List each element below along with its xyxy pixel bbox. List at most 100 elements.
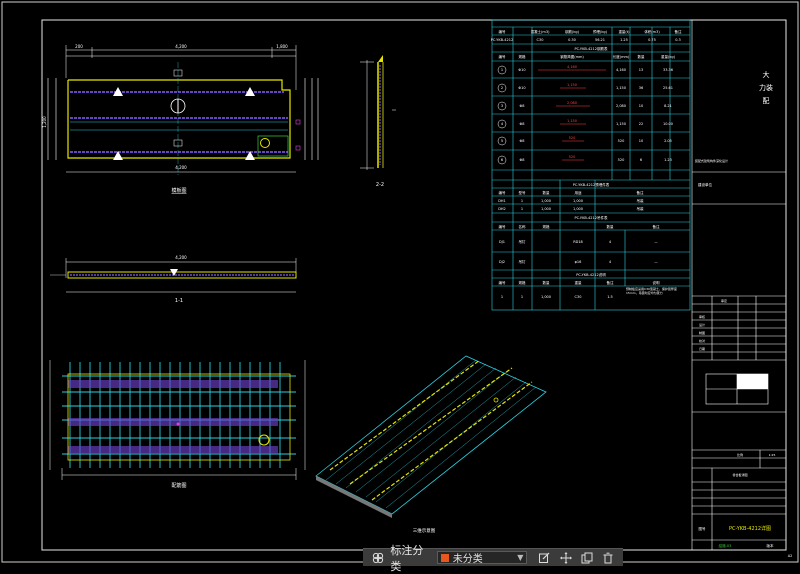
company-name-1: 大 (763, 70, 770, 79)
schedule-v3: 56.21 (595, 38, 605, 42)
embed-col-2: 数量 (543, 190, 551, 195)
embed-r1-4: 吊装 (637, 206, 645, 211)
rebar-r5-wt: 1.23 (664, 158, 672, 162)
delete-icon[interactable] (601, 550, 616, 566)
lift-r1-4: — (654, 260, 658, 264)
layers-icon[interactable] (370, 550, 385, 566)
schedule-v2: 0.30 (568, 38, 576, 42)
schedule-v5: 0.75 (648, 38, 656, 42)
reinforcement-view[interactable]: 配筋图 (49, 360, 306, 489)
embed-col-1: 型号 (519, 190, 527, 195)
note-r0-3: C30 (575, 295, 582, 299)
rebar-r2-qty: 10 (639, 104, 643, 108)
section-2-2[interactable]: 2-2 (360, 55, 396, 188)
embed-r1-2: 1,000 (541, 207, 551, 211)
copy-icon[interactable] (579, 550, 594, 566)
annotation-category-label: 标注分类 (390, 543, 424, 573)
client-label: 建设单位 (698, 182, 712, 187)
embed-r0-0: DH1 (498, 199, 506, 203)
schedule-h5: 体积(m3) (644, 29, 660, 34)
embed-r0-4: 吊装 (637, 198, 645, 203)
rebar-r1-wt: 25.61 (663, 86, 673, 90)
rebar-r2-wt: 8.21 (664, 104, 672, 108)
plan-dim-total: 4,200 (175, 44, 187, 49)
note-col-5: 说明 (653, 280, 661, 285)
lift-r1-0: DJ2 (499, 260, 505, 264)
rebar-r4-id: 5 (501, 139, 503, 143)
rebar-col-2: 钢筋简图(mm) (560, 54, 584, 59)
rebar-r4-qty: 10 (639, 139, 643, 143)
rebar-r5-spec: Φ8 (520, 158, 525, 162)
rebar-table-title: PC-YKB-4212钢筋表 (575, 46, 608, 51)
note-r0-1: 1 (521, 295, 523, 299)
tb-proofread: 校对 (699, 338, 705, 343)
title-block[interactable] (691, 20, 786, 550)
lift-table-title: PC-YKB-4212吊件表 (575, 215, 608, 220)
section-1-1[interactable]: 4,200 1-1 (50, 255, 297, 304)
schedule-h4: 重量(t) (618, 29, 630, 34)
isometric-view[interactable]: 三维示意图 (315, 355, 547, 534)
schedule-h3: 预埋(kg) (593, 29, 608, 34)
sheet-outer-border (1, 1, 799, 563)
sheet-number: 结施-03 (719, 543, 732, 548)
tb-scale-value: 1:25 (769, 453, 776, 457)
lift-col-1: 名称 (519, 224, 527, 229)
note-r0-2: 1,000 (541, 295, 551, 299)
schedule-v4: 1.25 (620, 38, 628, 42)
rebar-r2-spec: Φ8 (520, 104, 525, 108)
plan-view-title: 模板图 (171, 187, 186, 194)
embed-col-0: 编号 (499, 190, 507, 195)
rebar-r3-wt: 10.00 (663, 122, 673, 126)
rebar-r0-id: 1 (501, 68, 503, 72)
rebar-r3-qty: 22 (639, 122, 643, 126)
embed-r0-1: 1 (521, 199, 523, 203)
rebar-col-0: 编号 (499, 54, 507, 59)
rebar-r5-shape: 520 (569, 155, 576, 159)
schedule-h6: 备注 (675, 29, 683, 34)
rebar-r4-wt: 2.05 (664, 139, 672, 143)
rebar-r5-len: 520 (618, 158, 625, 162)
plan-dim-bottom: 4,200 (175, 165, 187, 170)
rebar-r0-spec: Φ10 (518, 68, 525, 72)
lift-r0-1: 吊钉 (519, 239, 527, 244)
embed-table-title: PC-YKB-4212预埋件表 (573, 182, 610, 187)
note-r0-0: 1 (501, 295, 503, 299)
embed-r0-3: 1,000 (573, 199, 583, 203)
tb-sheet-name: 叠合板详图 (732, 472, 747, 477)
category-color-swatch (440, 553, 449, 562)
lift-r1-3: 4 (609, 260, 612, 264)
note-r0-description: 预制板应采用C30混凝土，保护层厚度15mm，吊装时应均匀受力 (626, 287, 677, 295)
schedule-table[interactable] (491, 19, 691, 311)
edit-icon[interactable] (536, 550, 551, 566)
move-icon[interactable] (558, 550, 573, 566)
plan-view[interactable]: 4,200 200 1,800 1,200 (42, 44, 319, 194)
embed-col-3: 用途 (575, 190, 583, 195)
page-number: A2 (788, 554, 793, 558)
embed-r1-1: 1 (521, 207, 523, 211)
tb-drawing-no-label: 图号 (699, 526, 707, 531)
stamp-fill (737, 374, 768, 389)
rebar-r1-shape: 1,150 (567, 83, 577, 87)
category-dropdown[interactable]: 未分类 ▼ (436, 551, 528, 565)
lift-col-4: 备注 (653, 224, 661, 229)
lift-r0-3: 4 (609, 240, 612, 244)
schedule-h1: 混凝土(m3) (531, 29, 551, 34)
company-name-2: 力装 (759, 83, 773, 92)
plan-slab-outline[interactable] (67, 79, 291, 159)
lift-col-3: 数量 (607, 224, 615, 229)
plan-dim-width: 1,200 (42, 116, 47, 128)
annotation-toolbar: 标注分类 未分类 ▼ (363, 544, 623, 573)
note-r0-4: 1.5 (607, 295, 613, 299)
rebar-markers (497, 65, 507, 165)
schedule-h0: 编号 (499, 29, 507, 34)
rebar-r4-shape: 520 (569, 136, 576, 140)
rebar-r5-qty: 6 (640, 158, 642, 162)
lift-r1-1: 吊钉 (519, 259, 527, 264)
rebar-r3-id: 4 (501, 122, 504, 126)
rebar-sketches (538, 69, 606, 161)
plan-dim-a: 200 (75, 44, 83, 49)
project-note: 装配式建筑构件深化设计 (695, 158, 728, 163)
rebar-r2-shape: 2,080 (567, 101, 577, 105)
lift-r0-4: — (654, 240, 658, 244)
